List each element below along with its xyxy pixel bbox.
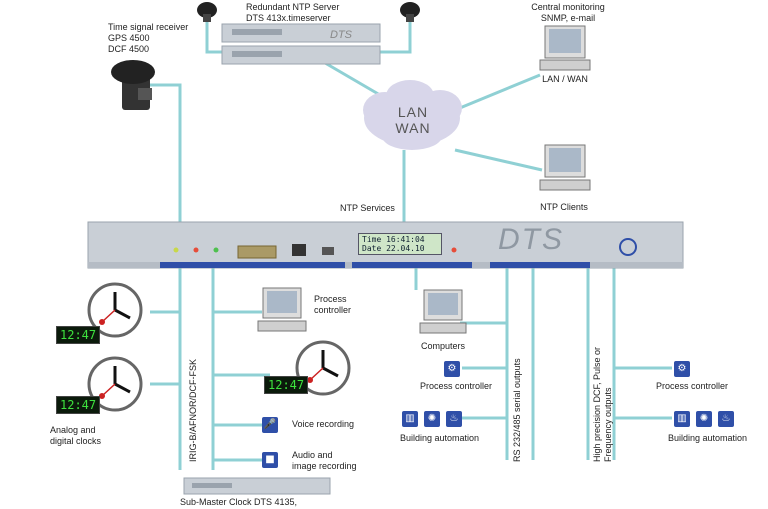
cloud-label: LAN WAN (395, 104, 431, 136)
receiver-icon (111, 60, 155, 110)
voice-recording-label: Voice recording (292, 419, 355, 429)
building-fan-icon: ✺ (696, 411, 712, 427)
high-precision-label: High precision DCF, Pulse or Frequency o… (592, 346, 613, 462)
analog-clock-3 (295, 340, 351, 396)
lcd-line-date: Date 22.04.10 (362, 244, 425, 253)
monitoring-pc-icon (539, 25, 591, 71)
line-cloud-monitoring (454, 73, 541, 112)
building-grid-icon: ▥ (674, 411, 690, 427)
line-cloud-clients (454, 148, 543, 172)
process-controller-top-label: Process controller (314, 294, 352, 315)
analog-clocks-label: Analog and digital clocks (50, 425, 102, 446)
cloud (363, 80, 462, 150)
line-antenna-right (380, 20, 412, 54)
line-antenna-left (205, 20, 222, 54)
analog-clock-1 (87, 282, 143, 338)
server-brand: DTS (330, 29, 352, 41)
ntp-server-rack-1 (221, 23, 381, 43)
lan-wan-pc-label: LAN / WAN (542, 74, 588, 84)
sub-master-label: Sub-Master Clock DTS 4135, (180, 497, 298, 507)
line-receiver (150, 83, 182, 222)
line-server-cloud (319, 58, 381, 97)
sub-master-rack (183, 477, 331, 495)
ntp-server-rack-2 (221, 45, 381, 65)
ntp-clients-label: NTP Clients (540, 202, 588, 212)
gear-icon: ⚙ (674, 361, 690, 377)
monitoring-label: Central monitoring SNMP, e-mail (531, 2, 605, 23)
building-sensor-icon: ♨ (718, 411, 734, 427)
gear-icon: ⚙ (444, 361, 460, 377)
building-fan-icon: ✺ (424, 411, 440, 427)
rack-lcd-display: Time 16:41:04 Date 22.04.10 (358, 233, 442, 255)
ntp-clients-pc-icon (539, 144, 591, 191)
digital-clock-2: 12:47 (56, 396, 101, 414)
computers-label: Computers (420, 341, 465, 351)
computers-pc-icon (419, 289, 467, 334)
lcd-line-time: Time 16:41:04 (362, 235, 425, 244)
building-automation-right-label: Building automation (668, 433, 748, 443)
building-sensor-icon: ♨ (446, 411, 462, 427)
digital-clock-3: 12:47 (264, 376, 309, 394)
process-controller-mid-label: Process controller (420, 381, 493, 391)
irig-label: IRIG-B/AFNOR/DCF-FSK (188, 359, 198, 462)
microphone-icon: 🎤 (262, 417, 278, 433)
ntp-server-label: Redundant NTP Server DTS 413x.timeserver (246, 2, 340, 23)
rack-brand: DTS (498, 223, 564, 256)
building-grid-icon: ▥ (402, 411, 418, 427)
rs232-label: RS 232/485 serial outputs (512, 358, 522, 462)
ntp-services-label: NTP Services (340, 203, 395, 213)
analog-clock-2 (87, 356, 143, 412)
audio-image-label: Audio and image recording (292, 450, 357, 471)
building-automation-mid-label: Building automation (400, 433, 480, 443)
antenna-icon-right (400, 2, 420, 22)
video-camera-icon: ■ (262, 452, 278, 468)
process-controller-pc-icon (257, 287, 307, 332)
digital-clock-1: 12:47 (56, 326, 101, 344)
antenna-icon-left (197, 2, 217, 22)
process-controller-right-label: Process controller (656, 381, 729, 391)
time-receiver-label: Time signal receiver GPS 4500 DCF 4500 (108, 22, 189, 54)
